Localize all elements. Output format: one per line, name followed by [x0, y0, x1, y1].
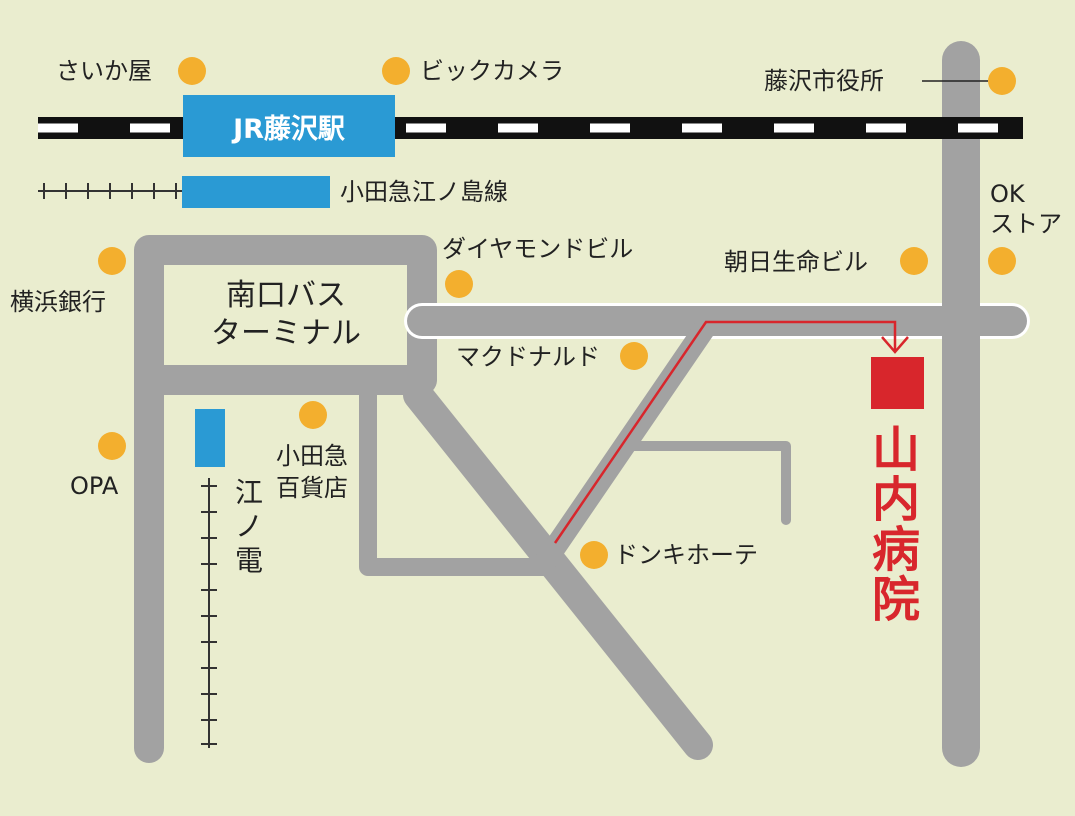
enoden-platform — [195, 409, 225, 467]
road-inner-vertical — [359, 376, 559, 576]
enoden-railway — [195, 409, 225, 748]
dot-asahi-bldg — [900, 247, 928, 275]
enoden-label: 江ノ電 — [234, 476, 263, 577]
landmark-city-hall: 藤沢市役所 — [764, 67, 884, 95]
landmark-bic-camera: ビックカメラ — [420, 57, 564, 85]
hospital-marker — [871, 357, 924, 409]
route-path — [553, 320, 897, 544]
landmark-ok-store-line2: ストア — [990, 210, 1062, 238]
landmark-opa: OPA — [70, 472, 119, 500]
landmark-asahi-bldg: 朝日生命ビル — [724, 248, 868, 276]
route-to-hospital — [553, 320, 909, 544]
hospital-name: 山内病院 — [871, 422, 920, 628]
dot-diamond-bldg — [445, 270, 473, 298]
jr-station-box: JR藤沢駅 — [183, 95, 395, 157]
dot-donki — [580, 541, 608, 569]
landmark-saikaya: さいか屋 — [56, 57, 152, 85]
landmark-ok-store-line1: OK — [990, 180, 1025, 208]
dot-city-hall — [988, 67, 1016, 95]
odakyu-platform — [182, 176, 330, 208]
road-terminal-loop — [134, 235, 437, 763]
road-side-street — [625, 441, 791, 525]
road-diagonal-se — [403, 380, 713, 760]
odakyu-railway — [38, 176, 330, 208]
route-arrowhead — [881, 336, 909, 354]
dot-opa — [98, 432, 126, 460]
odakyu-line-label: 小田急江ノ島線 — [340, 178, 508, 206]
landmark-odakyu-dept-line2: 百貨店 — [276, 474, 348, 502]
landmark-diamond-bldg: ダイヤモンドビル — [442, 235, 634, 263]
landmark-dots — [98, 57, 1016, 569]
landmark-donki: ドンキホーテ — [614, 541, 758, 569]
dot-yokohama-bank — [98, 247, 126, 275]
bus-terminal-line2: ターミナル — [211, 316, 361, 351]
dot-ok-store — [988, 247, 1016, 275]
dot-bic-camera — [382, 57, 410, 85]
bus-terminal-line1: 南口バス — [226, 278, 346, 313]
landmark-odakyu-dept-line1: 小田急 — [276, 442, 348, 470]
landmark-mcdonalds: マクドナルド — [456, 343, 600, 371]
jr-station-label: JR藤沢駅 — [233, 113, 345, 145]
road-diagonal-ne — [534, 317, 716, 573]
dot-mcdonalds — [620, 342, 648, 370]
odakyu-track-ticks — [43, 183, 177, 199]
dot-saikaya — [178, 57, 206, 85]
dot-odakyu-dept — [299, 401, 327, 429]
bus-terminal: 南口バス ターミナル — [164, 265, 408, 365]
landmark-yokohama-bank: 横浜銀行 — [10, 288, 106, 316]
enoden-track-ticks — [201, 485, 217, 745]
